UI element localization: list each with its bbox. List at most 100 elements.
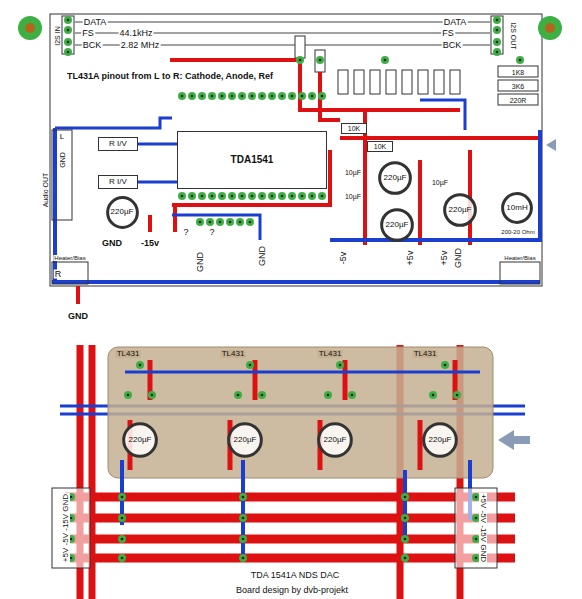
pad-hole xyxy=(151,394,154,397)
pcb-label: FS xyxy=(441,29,455,38)
pad-hole xyxy=(219,221,222,224)
solder-pad xyxy=(318,192,326,200)
pad-hole xyxy=(456,394,459,397)
pad-hole xyxy=(261,195,264,198)
solder-pad xyxy=(318,92,326,100)
solder-pad xyxy=(318,192,326,200)
blue-trace xyxy=(55,118,172,128)
solder-pad xyxy=(268,192,276,200)
connector xyxy=(52,262,88,284)
pad-hole xyxy=(475,517,478,520)
pcb-label: GND xyxy=(258,245,267,267)
solder-pad xyxy=(118,514,126,522)
pad-hole xyxy=(191,95,194,98)
part-value: 220µF xyxy=(111,208,134,216)
solder-pad xyxy=(239,554,247,562)
solder-pad xyxy=(316,56,324,64)
solder-pad xyxy=(239,514,247,522)
pcb-label: +5V -5V -15V GND xyxy=(479,493,487,563)
solder-pad xyxy=(208,192,216,200)
solder-pad xyxy=(288,92,296,100)
blue-trace xyxy=(138,181,177,184)
capacitor: 220µF xyxy=(381,209,413,241)
pcb-label: TL431 xyxy=(221,350,246,358)
pad-hole xyxy=(301,95,304,98)
pad-hole xyxy=(139,364,142,367)
pad-hole xyxy=(311,195,314,198)
pad-hole xyxy=(181,195,184,198)
solder-pad xyxy=(228,192,236,200)
pad-hole xyxy=(221,195,224,198)
part-value: 220µF xyxy=(449,206,472,214)
red-trace xyxy=(170,60,460,110)
pad-hole xyxy=(231,95,234,98)
solder-pad xyxy=(441,361,449,369)
pcb-label: TL431 xyxy=(318,350,343,358)
solder-pad xyxy=(64,48,72,56)
pcb-label: 10µF xyxy=(344,169,362,176)
solder-pad xyxy=(401,554,409,562)
solder-pad xyxy=(136,361,144,369)
pad-hole xyxy=(67,19,70,22)
solder-pad xyxy=(226,218,234,226)
pcb-label: I2S OUT xyxy=(510,21,517,50)
solder-pad xyxy=(208,92,216,100)
capacitor-outline xyxy=(229,424,262,457)
pcb-label: L xyxy=(59,133,65,141)
solder-pad xyxy=(348,391,356,399)
capacitor: 220µF xyxy=(423,423,457,457)
solder-pad xyxy=(64,38,72,46)
solder-pad xyxy=(118,554,126,562)
capacitor: 220µF xyxy=(318,423,352,457)
solder-pad xyxy=(196,218,204,226)
pcb-label: +5v xyxy=(406,250,415,267)
pad-hole xyxy=(496,19,499,22)
pad-hole xyxy=(201,95,204,98)
solder-pad xyxy=(258,192,266,200)
resistor-symbol xyxy=(354,70,364,94)
pad-hole xyxy=(241,95,244,98)
solder-pad xyxy=(324,391,332,399)
pcb-label: GND xyxy=(67,312,89,321)
pcb-label: TL431 xyxy=(413,350,438,358)
pad-hole xyxy=(70,538,73,541)
solder-pad xyxy=(64,16,72,24)
pcb-label: FS xyxy=(81,29,95,38)
solder-pad xyxy=(258,92,266,100)
solder-pad xyxy=(288,192,296,200)
pcb-label: 10µF xyxy=(344,193,362,200)
pcb-label: GND xyxy=(196,251,205,273)
solder-pad xyxy=(308,92,316,100)
solder-pad xyxy=(453,391,461,399)
pcb-label: Heater/Bias xyxy=(503,255,536,261)
pad-hole xyxy=(229,221,232,224)
solder-pad xyxy=(298,92,306,100)
solder-pad xyxy=(278,192,286,200)
resistor-symbol xyxy=(402,70,412,94)
solder-pad xyxy=(248,92,256,100)
part-value: R I/V xyxy=(109,140,127,148)
marker-arrow xyxy=(546,139,556,151)
pad-hole xyxy=(281,95,284,98)
pcb-label: BCK xyxy=(82,41,103,50)
pad-hole xyxy=(327,394,330,397)
pad-hole xyxy=(271,195,274,198)
pcb-label: TL431A pinout from L to R: Cathode, Anod… xyxy=(66,72,274,81)
solder-pads xyxy=(64,16,524,562)
pcb-label: ? xyxy=(208,228,215,237)
solder-pad xyxy=(288,92,296,100)
solder-pad xyxy=(239,535,247,543)
solder-pad xyxy=(238,192,246,200)
solder-pad xyxy=(429,391,437,399)
pad-hole xyxy=(261,394,264,397)
solder-pad xyxy=(124,391,132,399)
pcb-label: Board design by dvb-projekt xyxy=(235,586,349,595)
solder-pad xyxy=(381,56,389,64)
solder-pad xyxy=(296,56,304,64)
solder-pad xyxy=(64,26,72,34)
solder-pad xyxy=(268,92,276,100)
solder-pad xyxy=(381,56,389,64)
solder-pad xyxy=(238,92,246,100)
solder-pad xyxy=(124,391,132,399)
pad-hole xyxy=(351,394,354,397)
